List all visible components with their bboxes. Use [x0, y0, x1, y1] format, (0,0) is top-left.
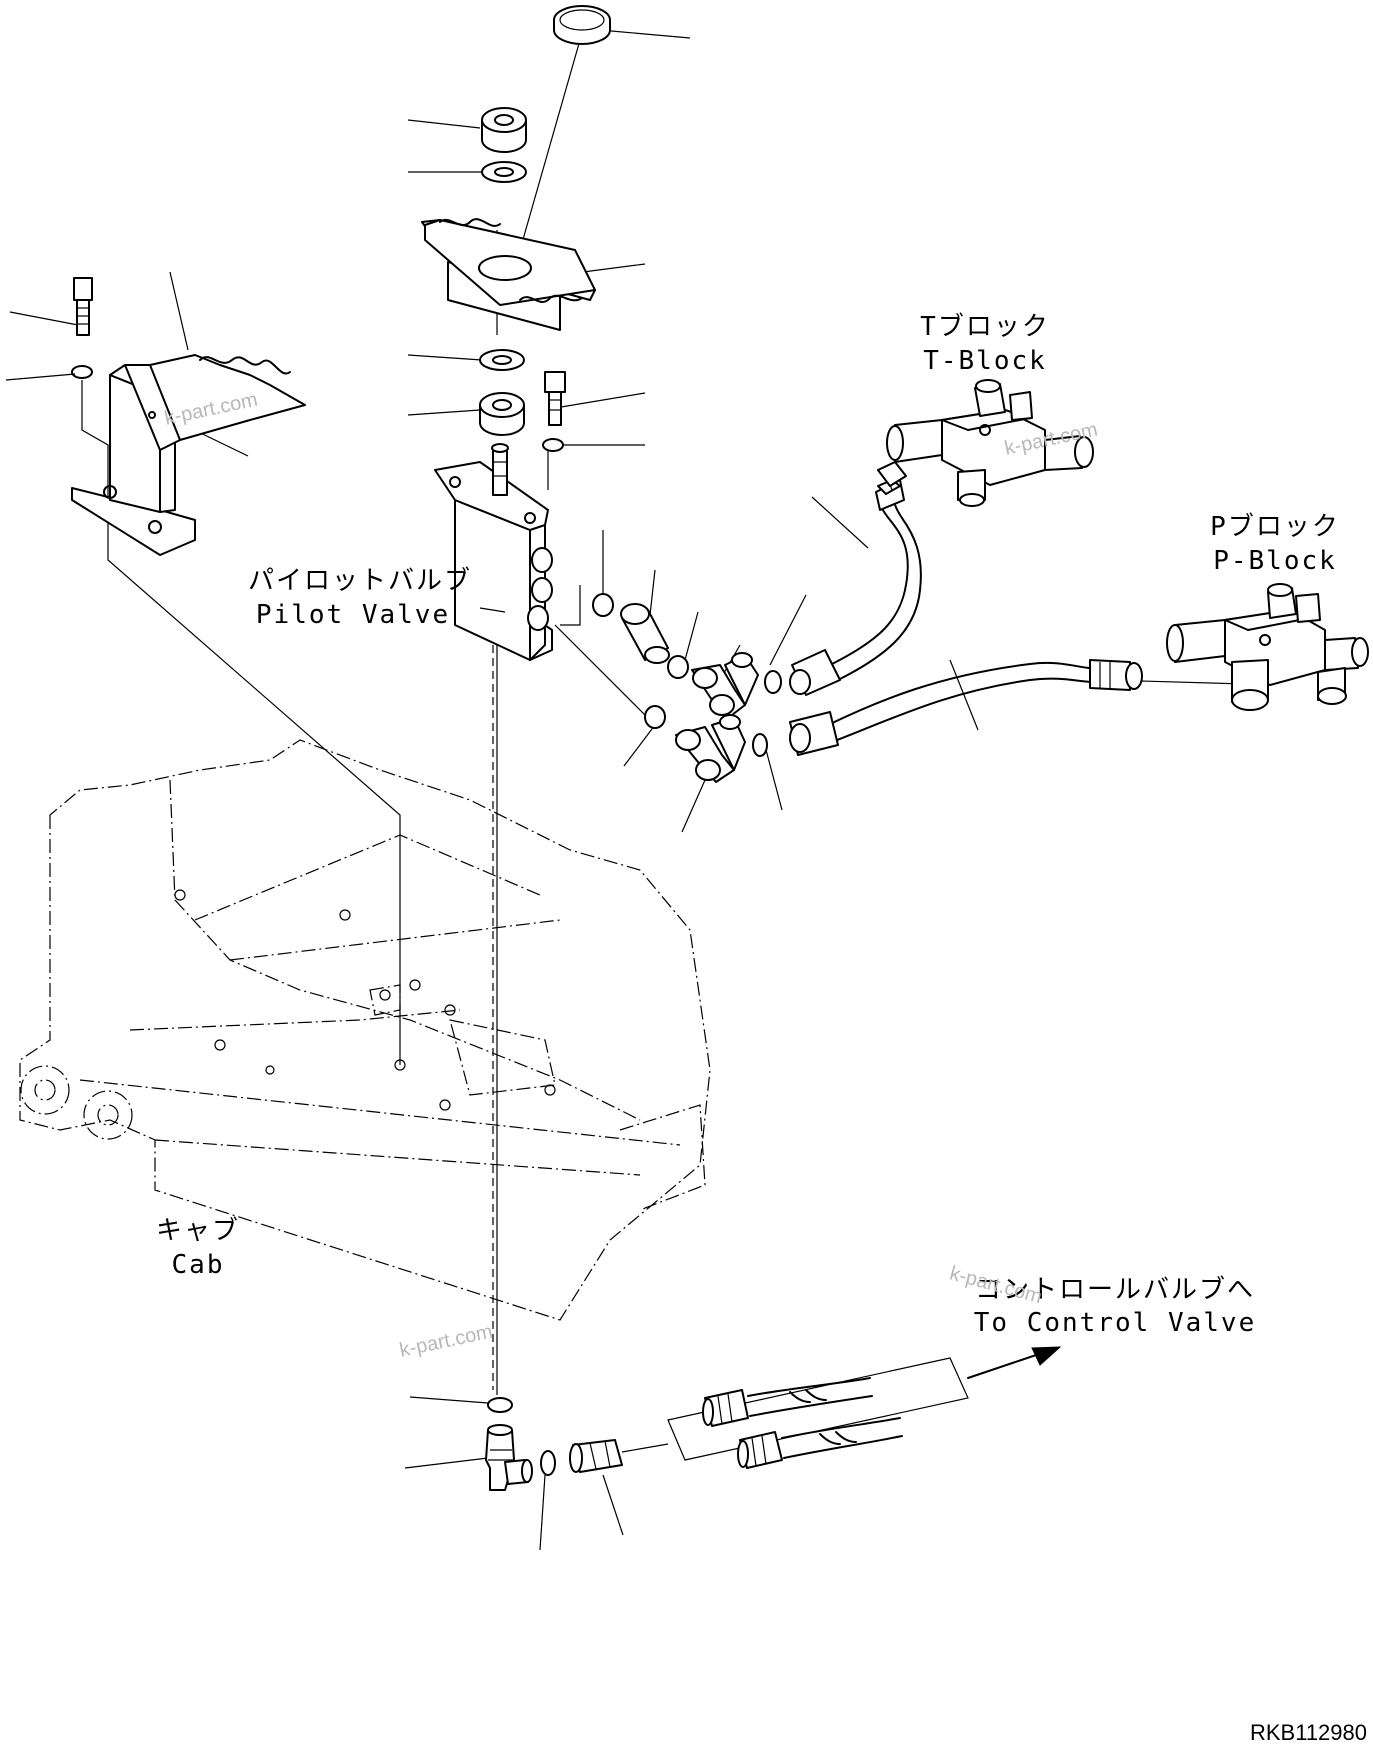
hose-to-p-block [789, 659, 1143, 756]
p-block-label-en: P-Block [1213, 546, 1337, 576]
cab-label-jp: キャブ [155, 1216, 240, 1246]
o-ring-1 [592, 593, 614, 617]
control-valve-label-jp: コントロールバルブへ [974, 1275, 1255, 1305]
bottom-adapter [569, 1439, 669, 1473]
cab-floor-outline [19, 739, 711, 1321]
o-ring-2 [667, 655, 689, 679]
pedal-nut-top [481, 107, 527, 153]
elbow-fitting-lower [675, 714, 746, 783]
elbow-fitting-upper [691, 652, 759, 719]
bottom-elbow-fitting [485, 1424, 533, 1491]
drawing-code: RKB112980 [1249, 1720, 1367, 1745]
pilot-valve-label-jp: パイロットバルブ [248, 566, 473, 596]
pedal-plate [421, 218, 596, 331]
control-valve-hoses [667, 1346, 1062, 1469]
left-bracket [71, 354, 306, 556]
o-ring-bottom [487, 1397, 513, 1413]
t-block-label-jp: Tブロック [920, 312, 1050, 342]
rubber-cap [553, 5, 611, 45]
straight-adapter [620, 603, 670, 664]
p-block-label-jp: Pブロック [1210, 512, 1340, 542]
t-block-label-en: T-Block [923, 346, 1047, 376]
o-ring-5 [752, 733, 768, 757]
o-ring-3 [764, 670, 782, 694]
left-bolt [73, 277, 93, 336]
pedal-bolt [544, 371, 566, 426]
o-ring-bottom-2 [540, 1450, 556, 1476]
pilot-valve-label-en: Pilot Valve [255, 600, 451, 630]
control-valve-label-en: To Control Valve [973, 1308, 1257, 1338]
cab-label-en: Cab [171, 1250, 225, 1280]
pedal-washer-top [481, 161, 527, 183]
pedal-washer-bottom [479, 349, 525, 371]
p-block [1166, 583, 1369, 711]
t-block [886, 379, 1094, 507]
hose-to-t-block [789, 461, 922, 696]
pilot-valve-body [434, 443, 553, 661]
pedal-nut-bottom [479, 392, 525, 436]
pedal-bolt-washer [542, 438, 564, 452]
left-washer [71, 365, 93, 379]
o-ring-4 [644, 705, 666, 729]
